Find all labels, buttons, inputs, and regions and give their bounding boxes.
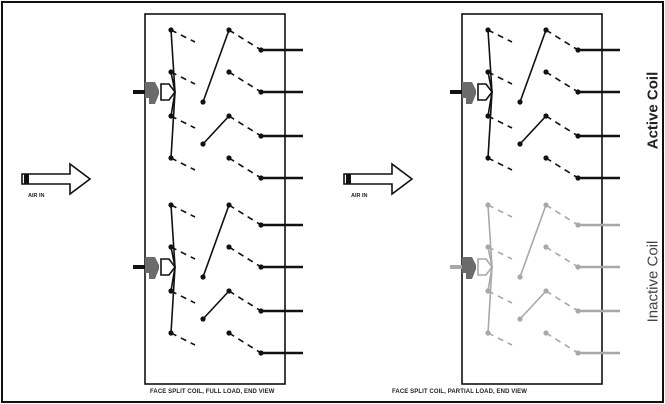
tube-dot: [200, 141, 206, 147]
tube-dot: [226, 155, 232, 161]
feed-tube: [170, 204, 176, 268]
return-bend: [170, 71, 196, 85]
return-bend: [228, 29, 262, 51]
tube-dot: [543, 155, 549, 161]
air-flow-arrow: [21, 162, 92, 196]
return-bend: [487, 290, 513, 304]
air-in-label-right: AIR IN: [351, 193, 368, 199]
distributor-nozzle: [145, 82, 159, 104]
feed-pipe: [450, 265, 462, 269]
feed-tube: [487, 71, 493, 93]
caption-partial-load: FACE SPLIT COIL, PARTIAL LOAD, END VIEW: [392, 389, 528, 395]
panel-full-load: [21, 13, 303, 385]
tube-dot: [226, 330, 232, 336]
feed-tube: [487, 29, 493, 93]
crossover-tube: [519, 29, 547, 103]
feed-pipe: [450, 90, 462, 94]
return-bend: [487, 246, 513, 260]
caption-full-load: FACE SPLIT COIL, FULL LOAD, END VIEW: [150, 389, 275, 395]
crossover-tube: [519, 115, 547, 145]
return-bend: [545, 157, 579, 179]
return-bend: [228, 157, 262, 179]
distributor-nozzle: [145, 257, 159, 279]
crossover-tube: [519, 204, 547, 278]
return-bend: [545, 29, 579, 51]
feed-pipe: [133, 265, 145, 269]
return-bend: [487, 204, 513, 218]
return-bend: [228, 290, 262, 312]
arrow-stripe: [24, 174, 29, 184]
feed-tube: [487, 204, 493, 268]
coil-casing: [461, 13, 603, 385]
crossover-tube: [202, 115, 230, 145]
tube-dot: [226, 244, 232, 250]
tube-dot: [517, 99, 523, 105]
return-bend: [545, 204, 579, 226]
tube-dot: [517, 141, 523, 147]
return-bend: [487, 29, 513, 43]
crossover-tube: [202, 29, 230, 103]
return-bend: [228, 204, 262, 226]
feed-tube: [487, 266, 493, 334]
return-bend: [487, 71, 513, 85]
return-bend: [170, 204, 196, 218]
return-bend: [170, 157, 196, 171]
air-flow-arrow: [343, 162, 414, 196]
inactive-coil-label: Inactive Coil: [644, 240, 662, 323]
return-bend: [545, 71, 579, 93]
distributor-nozzle: [462, 257, 476, 279]
return-bend: [545, 290, 579, 312]
crossover-tube: [202, 204, 230, 278]
distributor-cone: [477, 258, 493, 276]
distributor-cone: [160, 258, 176, 276]
return-bend: [228, 332, 262, 354]
feed-tube: [487, 246, 493, 268]
tube-dot: [543, 69, 549, 75]
crossover-tube: [202, 290, 230, 320]
panel-partial-load: [343, 13, 620, 385]
return-bend: [545, 332, 579, 354]
return-bend: [170, 115, 196, 129]
tube-dot: [543, 244, 549, 250]
arrow-stripe: [346, 174, 351, 184]
feed-tube: [170, 71, 176, 93]
feed-tube: [170, 246, 176, 268]
active-coil-label: Active Coil: [644, 71, 662, 150]
distributor-nozzle: [462, 82, 476, 104]
feed-tube: [170, 29, 176, 93]
return-bend: [170, 29, 196, 43]
distributor-cone: [477, 83, 493, 101]
feed-tube: [170, 266, 176, 334]
feed-tube: [487, 91, 493, 159]
return-bend: [487, 332, 513, 346]
crossover-tube: [519, 290, 547, 320]
return-bend: [487, 115, 513, 129]
return-bend: [228, 71, 262, 93]
return-bend: [170, 246, 196, 260]
coil-casing: [144, 13, 286, 385]
tube-dot: [226, 69, 232, 75]
return-bend: [228, 246, 262, 268]
feed-tube: [170, 91, 176, 159]
return-bend: [170, 332, 196, 346]
tube-dot: [517, 316, 523, 322]
tube-dot: [517, 274, 523, 280]
return-bend: [545, 115, 579, 137]
feed-pipe: [133, 90, 145, 94]
air-in-label-left: AIR IN: [28, 193, 45, 199]
tube-dot: [200, 99, 206, 105]
return-bend: [487, 157, 513, 171]
return-bend: [545, 246, 579, 268]
distributor-cone: [160, 83, 176, 101]
tube-dot: [200, 274, 206, 280]
return-bend: [228, 115, 262, 137]
tube-dot: [200, 316, 206, 322]
tube-dot: [543, 330, 549, 336]
return-bend: [170, 290, 196, 304]
